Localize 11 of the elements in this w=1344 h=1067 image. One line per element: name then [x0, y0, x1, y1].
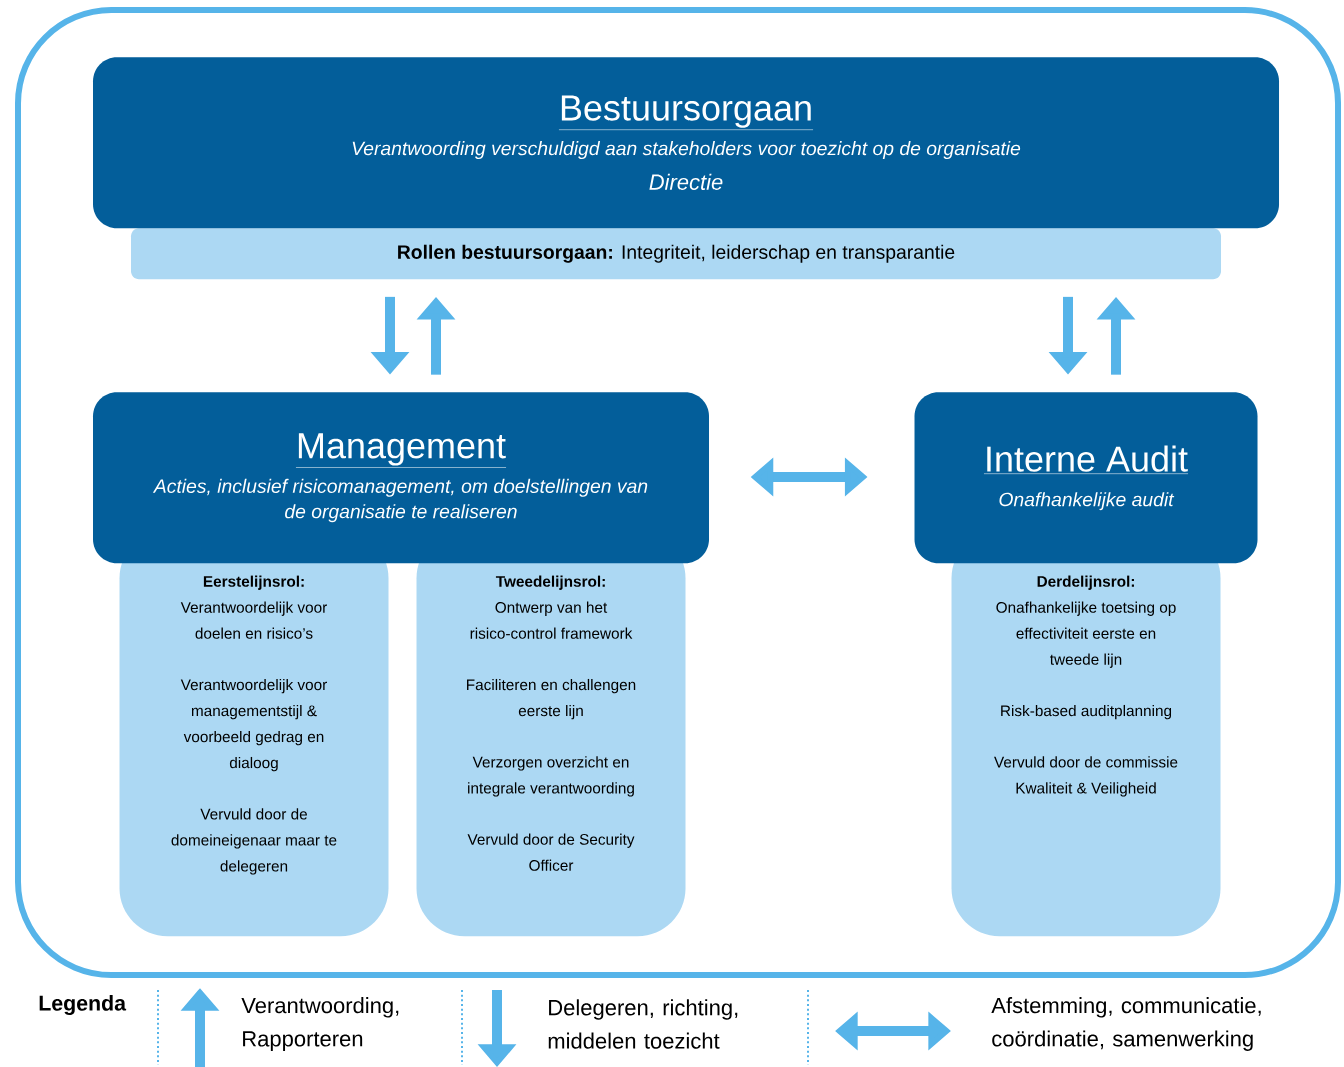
- legend-text: Verantwoording, Rapporteren: [241, 997, 399, 1051]
- role-column: Tweedelijnsrol: Ontwerp van het risico-control framework Faciliteren en challengen eerste lijn Verzorgen overzicht en integrale verantwoording Vervuld door de Security Officer: [416, 530, 686, 937]
- title-box: Bestuursorgaan Verantwoording verschuldigd aan stakeholders voor toezicht op de organisatie Directie: [93, 57, 1279, 229]
- legend-title: Legenda: [39, 995, 127, 1015]
- legend-text: Afstemming, communicatie, coördinatie, samenwerking: [991, 997, 1261, 1051]
- role-column: Eerstelijnsrol: Verantwoordelijk voor doelen en risico’s Verantwoordelijk voor managementstijl & voorbeeld gedrag en dialoog Vervuld door de domeineigenaar maar te delegeren: [119, 530, 389, 937]
- legend-text: Delegeren, richting, middelen toezicht: [548, 999, 738, 1049]
- title-box: Interne Audit Onafhankelijke audit: [914, 392, 1258, 564]
- roles-band: Rollen bestuursorgaan: Integriteit, leiderschap en transparantie: [131, 228, 1221, 280]
- title-box: Management Acties, inclusief risicomanagement, om doelstellingen van de organisatie te realiseren: [93, 392, 709, 564]
- role-column: Derdelijnsrol: Onafhankelijke toetsing op effectiviteit eerste en tweede lijn Risk-based auditplanning Vervuld door de commissie Kwaliteit & Veiligheid: [951, 530, 1221, 937]
